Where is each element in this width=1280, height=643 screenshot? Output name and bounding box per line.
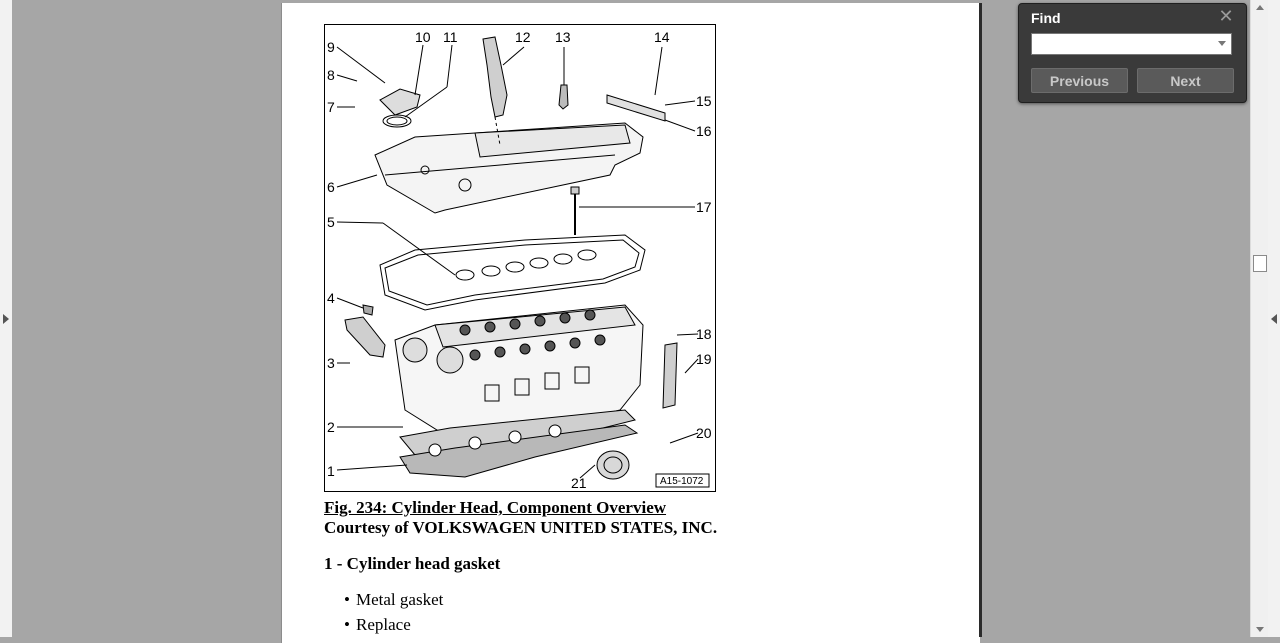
callout-6: 6 <box>327 179 335 195</box>
callout-18: 18 <box>696 326 712 342</box>
callout-5: 5 <box>327 214 335 230</box>
callout-15: 15 <box>696 93 712 109</box>
item-heading: 1 - Cylinder head gasket <box>324 554 501 573</box>
next-button[interactable]: Next <box>1137 68 1234 93</box>
scroll-up-icon[interactable] <box>1256 5 1264 10</box>
callout-14: 14 <box>654 29 670 45</box>
close-icon[interactable]: ✕ <box>1218 6 1234 26</box>
callout-12: 12 <box>515 29 531 45</box>
right-side-panel-toggle[interactable] <box>1268 0 1280 637</box>
previous-button[interactable]: Previous <box>1031 68 1128 93</box>
callout-17: 17 <box>696 199 712 215</box>
expand-right-arrow-icon[interactable] <box>1271 314 1277 324</box>
page-edge-shadow <box>979 3 982 637</box>
expand-left-arrow-icon[interactable] <box>3 314 9 324</box>
bullet-glyph: • <box>344 615 350 634</box>
callout-11: 11 <box>443 29 458 45</box>
callout-9: 9 <box>327 39 335 55</box>
callout-21: 21 <box>571 475 587 491</box>
callout-2: 2 <box>327 419 335 435</box>
callout-4: 4 <box>327 290 335 306</box>
scrollbar-thumb[interactable] <box>1253 255 1267 272</box>
callout-10: 10 <box>415 29 431 45</box>
callout-1: 1 <box>327 463 335 479</box>
callout-8: 8 <box>327 67 335 83</box>
bullet-glyph: • <box>344 590 350 609</box>
callout-16: 16 <box>696 123 712 139</box>
chevron-down-icon[interactable] <box>1218 41 1226 46</box>
callout-13: 13 <box>555 29 571 45</box>
bullet-item: • Metal gasket <box>344 590 443 610</box>
bullet-text: Metal gasket <box>356 590 444 609</box>
scroll-down-icon[interactable] <box>1256 627 1264 632</box>
callout-3: 3 <box>327 355 335 371</box>
callout-19: 19 <box>696 351 712 367</box>
find-title: Find <box>1031 10 1061 26</box>
find-panel: Find ✕ Previous Next <box>1018 3 1247 103</box>
document-page: 1 2 3 4 5 6 7 8 9 10 11 12 13 14 15 16 1… <box>281 3 980 643</box>
bullet-text: Replace <box>356 615 411 634</box>
find-input[interactable] <box>1031 33 1232 55</box>
cylinder-head-diagram: 1 2 3 4 5 6 7 8 9 10 11 12 13 14 15 16 1… <box>324 24 716 492</box>
figure-reference-code: A15-1072 <box>660 476 704 487</box>
bullet-item: • Replace <box>344 615 411 635</box>
callout-20: 20 <box>696 425 712 441</box>
callout-7: 7 <box>327 99 335 115</box>
vertical-scrollbar[interactable] <box>1250 0 1269 637</box>
figure-caption: Fig. 234: Cylinder Head, Component Overv… <box>324 498 667 517</box>
figure-courtesy: Courtesy of VOLKSWAGEN UNITED STATES, IN… <box>324 518 718 537</box>
